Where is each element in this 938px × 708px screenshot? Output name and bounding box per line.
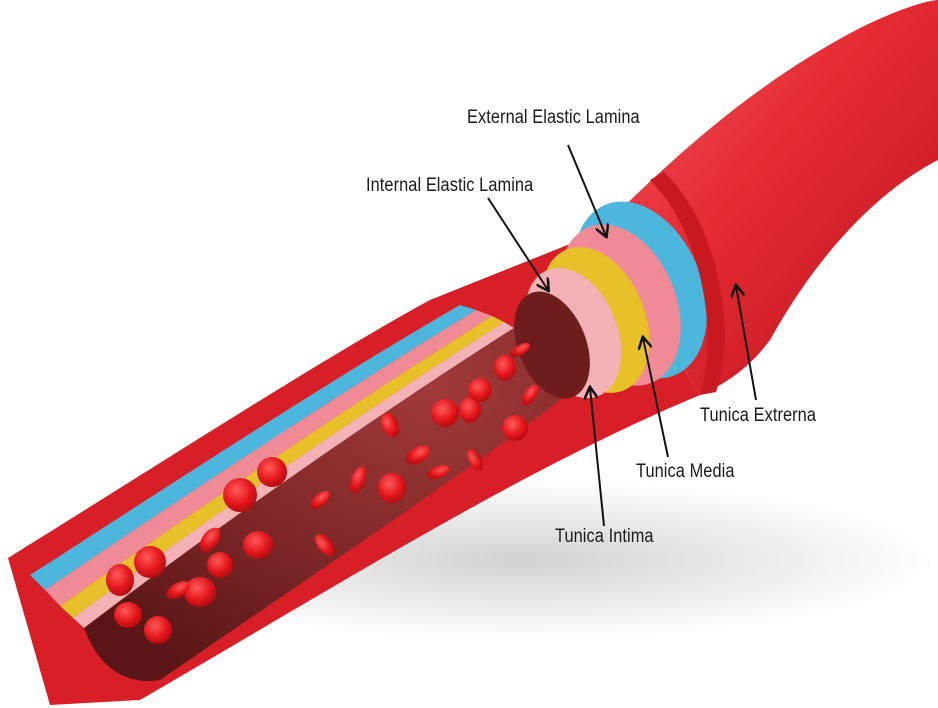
red-blood-cell xyxy=(134,546,166,578)
red-blood-cell xyxy=(106,564,134,596)
label-tunica-media: Tunica Media xyxy=(636,461,735,483)
red-blood-cell xyxy=(468,378,492,402)
red-blood-cell xyxy=(243,531,273,559)
red-blood-cell xyxy=(502,415,528,441)
red-blood-cell xyxy=(257,457,287,487)
label-tunica-extrerna: Tunica Extrerna xyxy=(700,405,816,427)
red-blood-cell xyxy=(223,478,257,512)
red-blood-cell xyxy=(207,552,233,578)
red-blood-cell xyxy=(184,577,216,607)
red-blood-cell xyxy=(378,473,406,503)
red-blood-cell xyxy=(494,355,516,381)
label-internal-elastic-lamina: Internal Elastic Lamina xyxy=(366,175,533,197)
red-blood-cell xyxy=(431,399,459,427)
red-blood-cell xyxy=(144,616,172,644)
label-external-elastic-lamina: External Elastic Lamina xyxy=(467,107,640,129)
label-tunica-intima: Tunica Intima xyxy=(555,526,654,548)
red-blood-cell xyxy=(114,602,142,628)
